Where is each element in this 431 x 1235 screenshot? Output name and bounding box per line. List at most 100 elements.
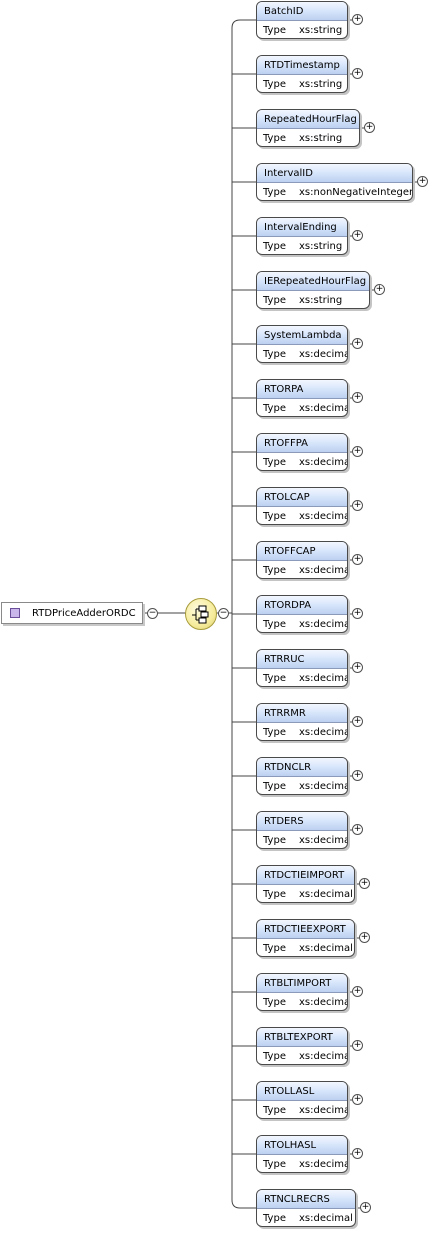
element-name: RTNCLRECRS <box>257 1190 355 1209</box>
expand-toggle[interactable]: + <box>359 878 370 889</box>
expand-toggle[interactable]: + <box>417 176 428 187</box>
type-value: xs:decimal <box>299 1213 353 1224</box>
element-name: RTOFFCAP <box>257 542 347 561</box>
collapse-symbol: − <box>148 608 157 618</box>
element-name: RTORDPA <box>257 596 347 615</box>
expand-toggle[interactable]: + <box>352 14 363 25</box>
sequence-compositor[interactable] <box>185 598 217 630</box>
expand-toggle[interactable]: + <box>352 1148 363 1159</box>
type-value: xs:decimal <box>299 673 348 684</box>
expand-toggle[interactable]: + <box>352 986 363 997</box>
type-label: Type <box>263 619 286 630</box>
expand-toggle[interactable]: + <box>352 446 363 457</box>
element-type-row: Type xs:string <box>257 21 347 38</box>
type-label: Type <box>263 997 286 1008</box>
expand-toggle[interactable]: + <box>359 932 370 943</box>
expand-toggle[interactable]: + <box>360 1202 371 1213</box>
type-label: Type <box>263 889 286 900</box>
type-label: Type <box>263 25 286 36</box>
type-value: xs:string <box>299 133 343 144</box>
type-label: Type <box>263 781 286 792</box>
type-value: xs:nonNegativeInteger <box>299 187 413 198</box>
expand-toggle[interactable]: + <box>364 122 375 133</box>
type-value: xs:decimal <box>299 997 348 1008</box>
type-label: Type <box>263 79 286 90</box>
type-value: xs:decimal <box>299 403 348 414</box>
expand-toggle[interactable]: + <box>352 770 363 781</box>
root-collapse-toggle[interactable]: − <box>147 608 158 619</box>
element-name: RTOLLASL <box>257 1082 347 1101</box>
expand-toggle[interactable]: + <box>352 824 363 835</box>
type-label: Type <box>263 1159 286 1170</box>
root-element[interactable]: RTDPriceAdderORDC <box>1 602 143 624</box>
expand-toggle[interactable]: + <box>352 716 363 727</box>
element-box[interactable]: RTDNCLR Type xs:decimal <box>256 757 348 795</box>
element-name: RTBLTIMPORT <box>257 974 347 993</box>
expand-toggle[interactable]: + <box>352 500 363 511</box>
expand-toggle[interactable]: + <box>352 662 363 673</box>
type-value: xs:decimal <box>299 781 348 792</box>
expand-toggle[interactable]: + <box>352 1094 363 1105</box>
element-name: RTOLCAP <box>257 488 347 507</box>
type-label: Type <box>263 133 286 144</box>
type-value: xs:decimal <box>299 349 348 360</box>
expand-toggle[interactable]: + <box>352 230 363 241</box>
expand-toggle[interactable]: + <box>352 68 363 79</box>
element-type-row: Type xs:decimal <box>257 399 348 416</box>
expand-toggle[interactable]: + <box>352 608 363 619</box>
element-name: RTDNCLR <box>257 758 347 777</box>
type-value: xs:decimal <box>299 457 348 468</box>
type-value: xs:string <box>299 25 343 36</box>
type-label: Type <box>263 241 286 252</box>
element-name: RTDERS <box>257 812 347 831</box>
type-label: Type <box>263 457 286 468</box>
expand-toggle[interactable]: + <box>352 392 363 403</box>
expand-toggle[interactable]: + <box>352 554 363 565</box>
type-value: xs:decimal <box>299 511 348 522</box>
compositor-collapse-toggle[interactable]: − <box>218 608 229 619</box>
collapse-symbol: − <box>219 608 228 618</box>
expand-toggle[interactable]: + <box>352 338 363 349</box>
type-value: xs:decimal <box>299 1105 348 1116</box>
type-label: Type <box>263 403 286 414</box>
element-type-row: Type xs:string <box>257 129 359 146</box>
root-element-name: RTDPriceAdderORDC <box>32 608 136 619</box>
expand-toggle[interactable]: + <box>352 1040 363 1051</box>
type-label: Type <box>263 943 286 954</box>
element-name: RTDTimestamp <box>257 56 347 75</box>
element-box[interactable]: RTBLTIMPORT Type xs:decimal <box>256 973 348 1011</box>
element-name: RTRRUC <box>257 650 347 669</box>
expand-toggle[interactable]: + <box>374 284 385 295</box>
